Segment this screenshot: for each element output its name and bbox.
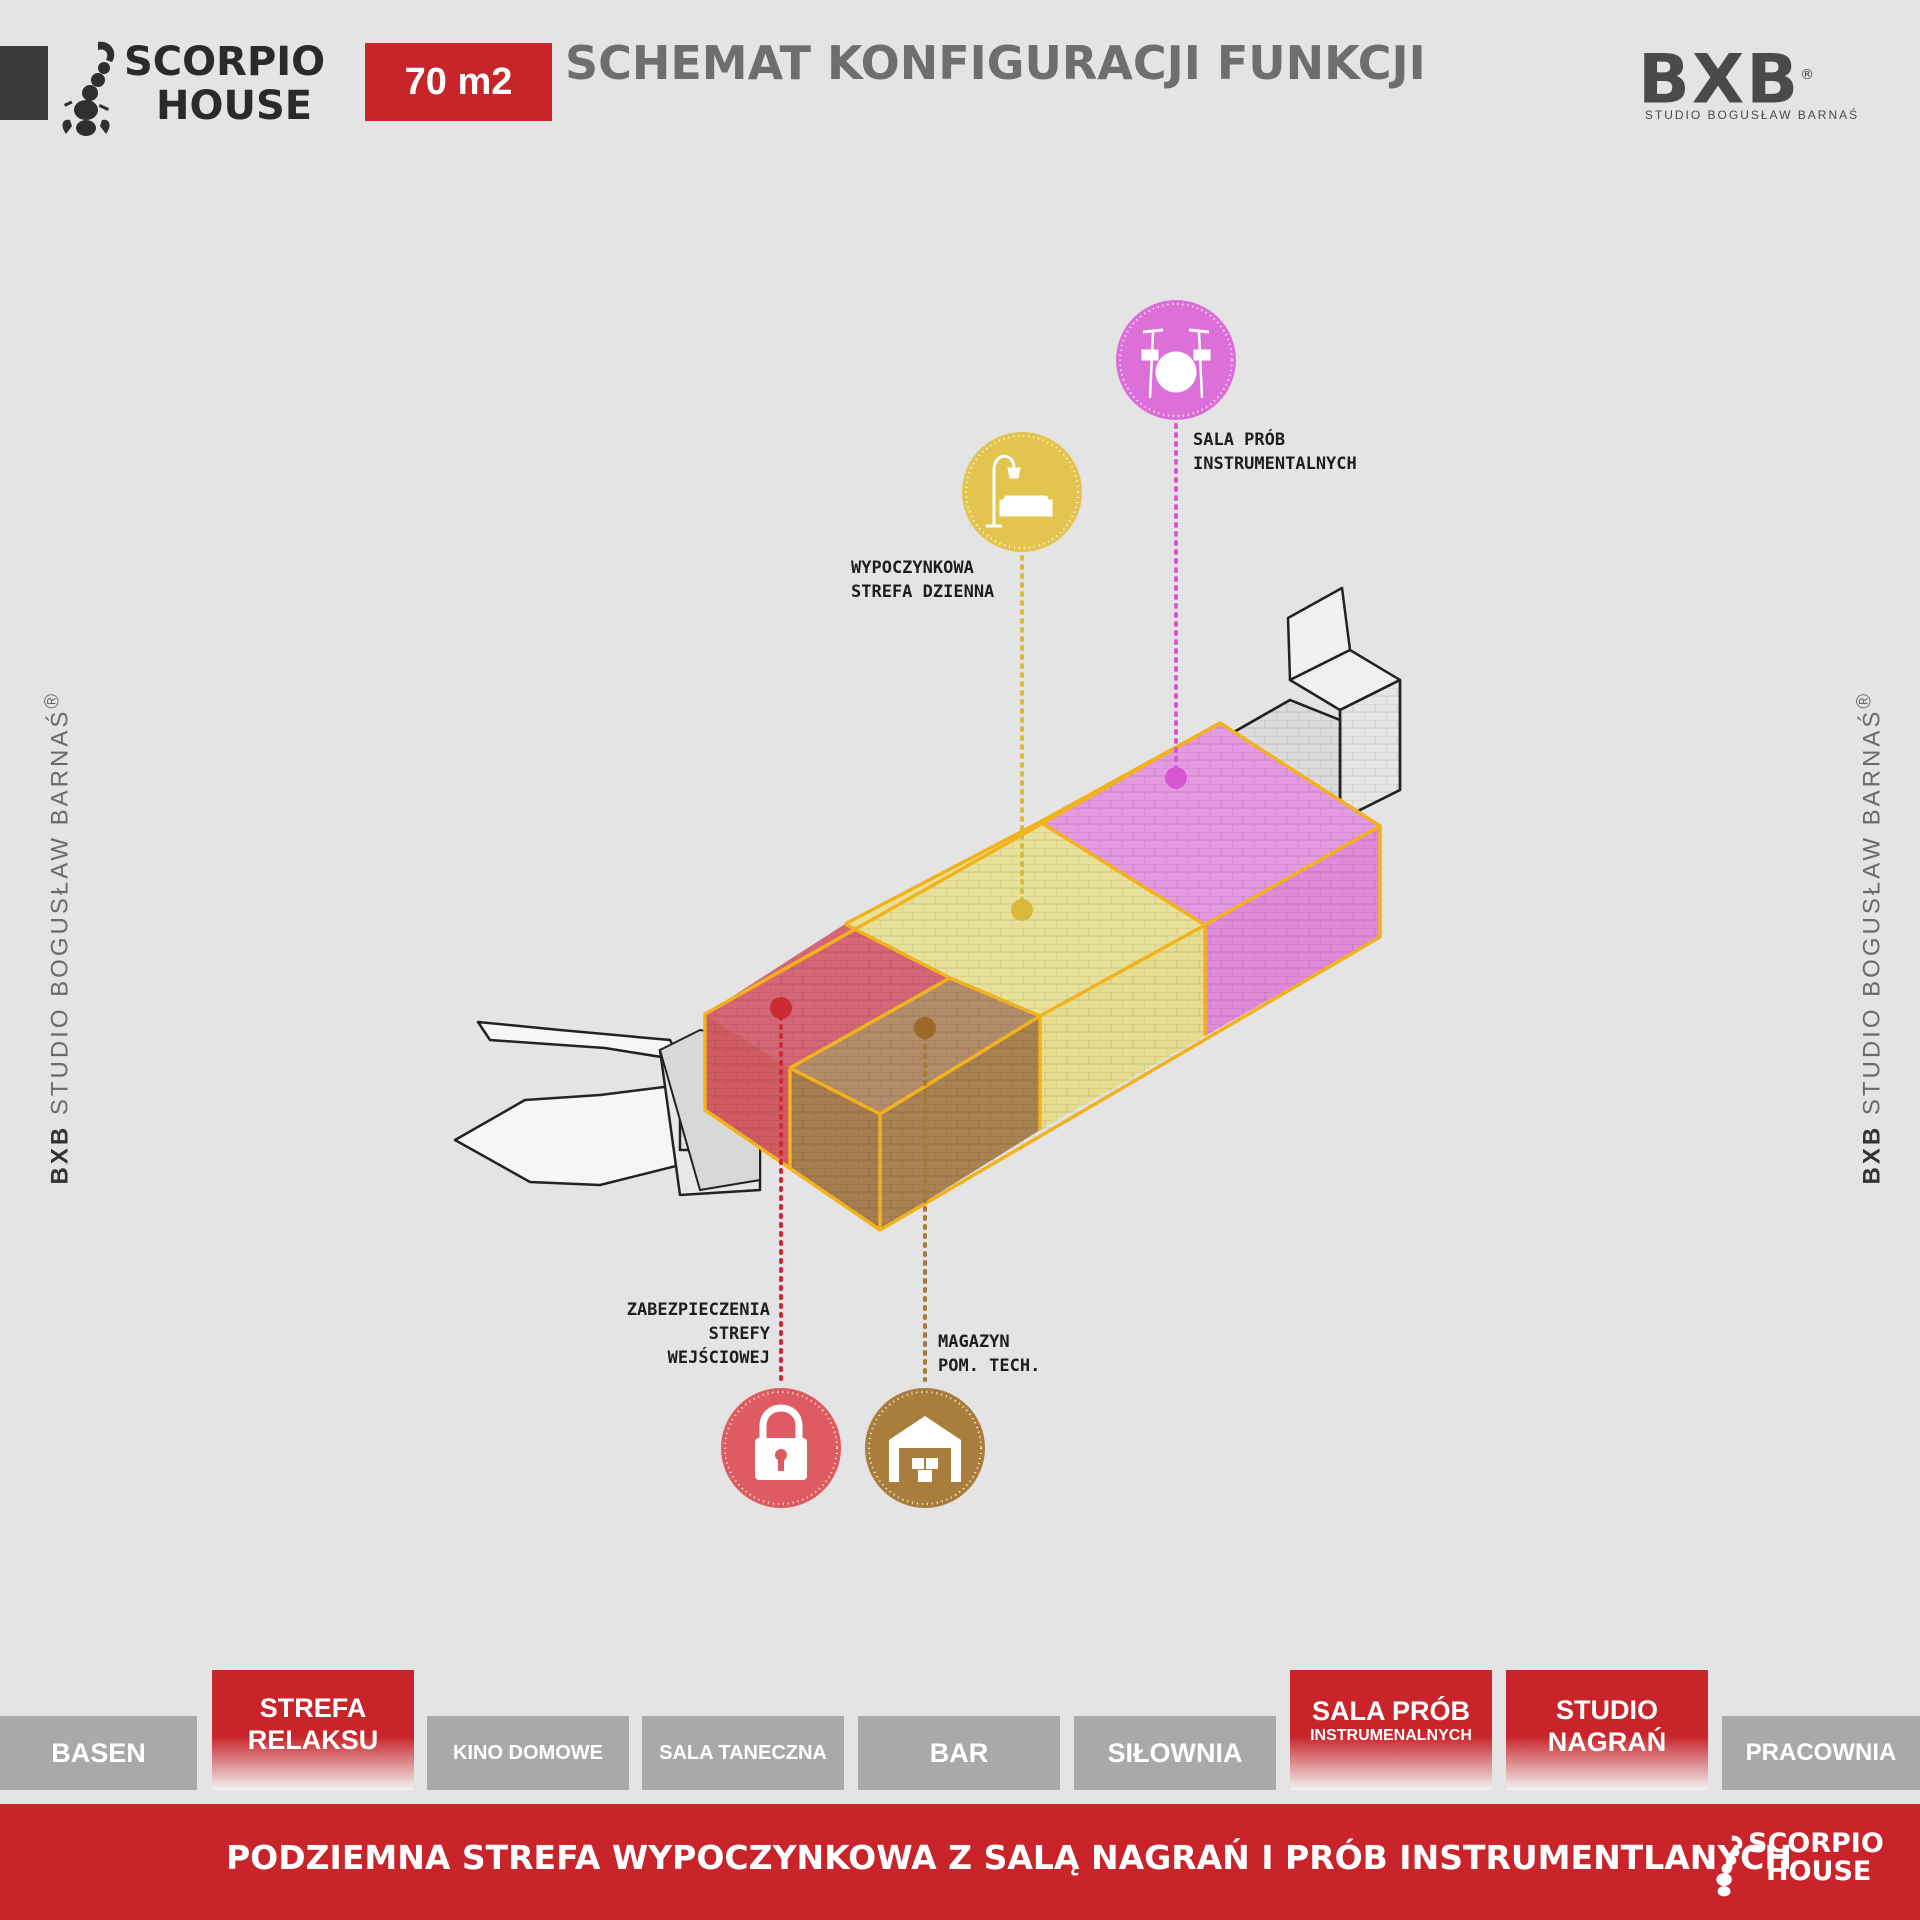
storage-zone-label: MAGAZYN POM. TECH. [938,1330,1040,1378]
footer-scorpio-icon [1716,1835,1743,1897]
tab-sala-taneczna[interactable]: SALA TANECZNA [642,1716,844,1790]
tab-bar[interactable]: BAR [858,1716,1060,1790]
tab-bar-label: BAR [929,1737,989,1768]
rehearsal-zone-label: SALA PRÓB INSTRUMENTALNYCH [1193,428,1357,476]
security-label-line1: ZABEZPIECZENIA [626,1300,770,1320]
area-badge: 70 m2 [365,43,552,121]
logo-line1: SCORPIO [124,39,326,85]
page-title: SCHEMAT KONFIGURACJI FUNKCJI [565,36,1426,90]
security-zone-label: ZABEZPIECZENIA STREFY WEJŚCIOWEJ [570,1298,770,1370]
security-label-line2: STREFY [708,1324,770,1344]
rehearsal-label-line1: SALA PRÓB [1193,430,1286,450]
bxb-brand-subtitle: STUDIO BOGUSŁAW BARNAŚ [1644,108,1860,122]
tab-pracownia[interactable]: PRACOWNIA [1722,1716,1920,1790]
tab-silownia[interactable]: SIŁOWNIA [1074,1716,1276,1790]
relax-label-line2: STREFA DZIENNA [851,582,995,602]
sofa-lamp-icon [962,432,1082,552]
security-label-line3: WEJŚCIOWEJ [667,1348,770,1368]
tab-kino-domowe[interactable]: KINO DOMOWE [427,1716,629,1790]
tab-sala-taneczna-label: SALA TANECZNA [659,1741,827,1764]
scorpio-logo-icon [62,41,115,136]
storage-label-line1: MAGAZYN [938,1332,1010,1352]
tab-studio-nagran-line2: NAGRAŃ [1547,1727,1667,1757]
storage-anchor-dot [914,1017,936,1039]
relax-anchor-dot [1011,899,1033,921]
storage-label-line2: POM. TECH. [938,1356,1041,1376]
logo-line2: HOUSE [156,83,313,129]
brick-texture-overlay [705,723,1380,1230]
tab-silownia-label: SIŁOWNIA [1107,1737,1243,1768]
footer-caption: PODZIEMNA STREFA WYPOCZYNKOWA Z SALĄ NAG… [226,1838,1792,1877]
scorpio-house-logo: SCORPIO HOUSE [124,40,325,128]
rehearsal-anchor-dot [1165,767,1187,789]
footer-banner [0,1804,1920,1920]
relax-zone-label: WYPOCZYNKOWA STREFA DZIENNA [851,556,994,604]
padlock-icon [721,1388,841,1508]
zone-outlines [703,721,1382,1232]
tab-basen-label: BASEN [51,1737,146,1768]
bxb-reg-mark: ® [1800,67,1817,83]
tab-kino-domowe-label: KINO DOMOWE [453,1741,603,1764]
relax-label-line1: WYPOCZYNKOWA [851,558,974,578]
tab-strefa-relaksu-line1: STREFA [259,1693,367,1723]
bxb-brand-text: BXB [1638,40,1801,120]
footer-logo-line1: SCORPIO [1748,1828,1884,1859]
footer-logo-line2: HOUSE [1766,1856,1872,1887]
tab-sala-prob-line2: INSTRUMENALNYCH [1310,1727,1472,1744]
tab-strefa-relaksu-line2: RELAKSU [247,1725,379,1755]
bxb-brand-logo: BXB® [1638,40,1816,116]
header-accent-bar [0,46,48,120]
tab-pracownia-label: PRACOWNIA [1745,1739,1897,1766]
tab-sala-prob-line1: SALA PRÓB [1311,1696,1470,1726]
warehouse-icon [865,1388,985,1508]
tab-basen[interactable]: BASEN [0,1716,197,1790]
security-anchor-dot [770,997,792,1019]
drum-kit-icon [1116,300,1236,420]
tab-studio-nagran-line1: STUDIO [1555,1695,1658,1725]
rehearsal-label-line2: INSTRUMENTALNYCH [1193,454,1357,474]
